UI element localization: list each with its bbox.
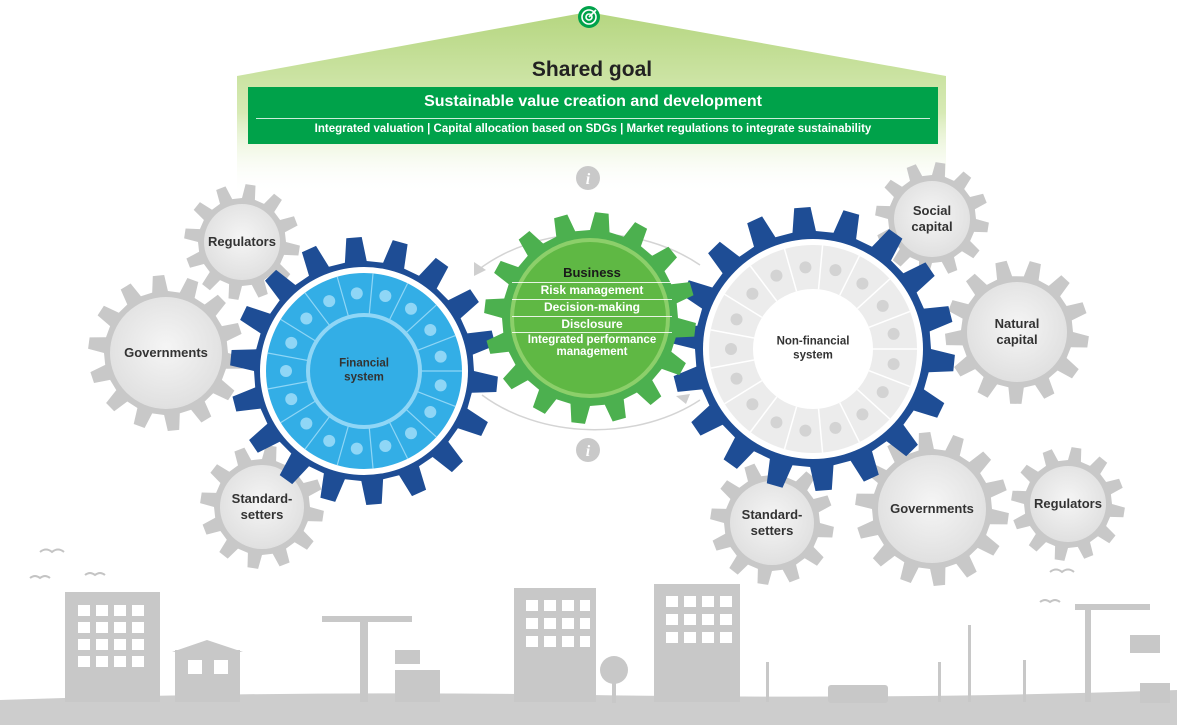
sdg-icon (323, 295, 336, 308)
target-icon (578, 6, 600, 28)
gear-natural-capital (945, 260, 1089, 404)
sdg-icon (300, 312, 313, 325)
birds (29, 548, 1075, 604)
svg-text:i: i (586, 443, 591, 460)
natural-capital-label: Natural capital (994, 315, 1040, 347)
sdg-icon (746, 287, 759, 300)
left-governments-label: Governments (124, 344, 208, 360)
sdg-icon (829, 264, 842, 277)
sdg-icon (730, 372, 743, 385)
right-governments-label: Governments (890, 500, 974, 516)
sdg-icon (434, 350, 447, 363)
sdg-icon (856, 408, 869, 421)
sdg-icon (280, 365, 292, 377)
sdg-icon (323, 434, 336, 447)
goal-sub-text: Integrated valuation | Capital allocatio… (314, 123, 872, 135)
sdg-icon (405, 302, 418, 315)
sdg-icon (424, 406, 437, 419)
sdg-icon (300, 417, 313, 430)
financial-system-label: Financial system (339, 357, 389, 384)
gear-standard-setters-right (710, 461, 834, 585)
building-windows (78, 596, 732, 674)
gear-governments-right (855, 432, 1009, 586)
sdg-icon (799, 424, 812, 437)
gear-non-financial-system (671, 207, 955, 491)
info-icon: i (576, 438, 600, 462)
sdg-icon (379, 289, 392, 302)
sdg-icon (350, 442, 363, 455)
sdg-icon (829, 421, 842, 434)
gear-financial-system (230, 237, 498, 505)
sdg-icon (799, 261, 812, 274)
gear-governments-left (88, 275, 244, 431)
sdg-icon (876, 386, 889, 399)
sdg-icon (856, 277, 869, 290)
sdg-icon (887, 358, 900, 371)
gear-business (484, 212, 696, 424)
right-regulators-label: Regulators (1034, 495, 1102, 511)
business-item: Decision-making (512, 300, 672, 317)
social-capital-label: Social capital (911, 202, 953, 234)
sdg-icon (725, 343, 737, 355)
shared-goal-title: Shared goal (531, 58, 653, 81)
business-item: Disclosure (512, 317, 672, 334)
sdg-icon (876, 299, 889, 312)
sdg-icon (770, 269, 783, 282)
sdg-icon (730, 313, 743, 326)
right-standard-setters-label: Standard- setters (741, 506, 803, 538)
sdg-icon (285, 393, 298, 406)
sdg-icon (746, 398, 759, 411)
business-item: Risk management (512, 283, 672, 300)
goal-banner: Sustainable value creation and developme… (248, 87, 938, 144)
sdg-icon (887, 327, 900, 340)
business-item: Integrated performance management (527, 334, 657, 359)
sdg-icon (350, 287, 363, 300)
arrow-head-right (676, 394, 690, 404)
sdg-icon (405, 427, 418, 440)
gear-regulators-right (1011, 447, 1125, 561)
left-regulators-label: Regulators (208, 233, 276, 249)
sdg-icon (424, 323, 437, 336)
sdg-icon (770, 416, 783, 429)
gear-social-capital (875, 162, 989, 276)
arrow-head-left (474, 262, 486, 276)
sdg-icon (379, 440, 392, 453)
goal-main-text: Sustainable value creation and developme… (424, 93, 762, 110)
sdg-icon (434, 379, 447, 392)
gear-regulators-left (184, 184, 300, 300)
sdg-icon (285, 336, 298, 349)
business-title: Business (512, 265, 672, 283)
non-financial-system-label: Non-financial system (776, 335, 850, 362)
business-panel: Business Risk management Decision-making… (512, 265, 672, 359)
goal-divider (256, 118, 930, 119)
info-icon: i (576, 166, 600, 190)
left-standard-setters-label: Standard- setters (231, 490, 293, 522)
svg-text:i: i (586, 171, 591, 188)
